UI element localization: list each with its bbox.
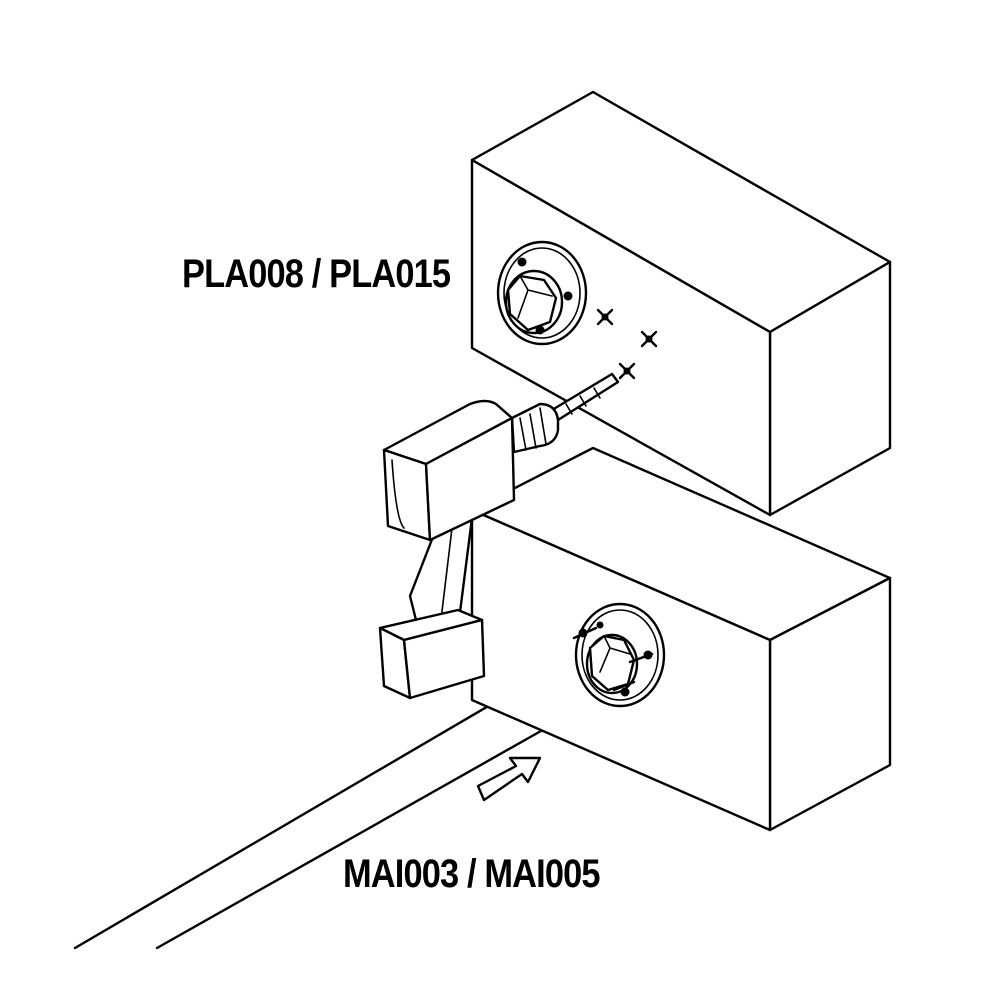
drill-marks — [596, 308, 658, 380]
top-part-label: PLA008 / PLA015 — [182, 252, 451, 296]
lower-fitting — [572, 602, 666, 708]
upper-fitting — [496, 240, 588, 346]
bottom-part-label: MAI003 / MAI005 — [343, 852, 601, 896]
drill-mark-1 — [596, 308, 614, 326]
lower-box — [470, 446, 892, 832]
direction-arrow — [476, 756, 542, 802]
pipe — [73, 680, 559, 950]
drill-mark-2 — [640, 330, 658, 348]
drill-mark-3 — [618, 362, 636, 380]
drill — [378, 399, 560, 700]
